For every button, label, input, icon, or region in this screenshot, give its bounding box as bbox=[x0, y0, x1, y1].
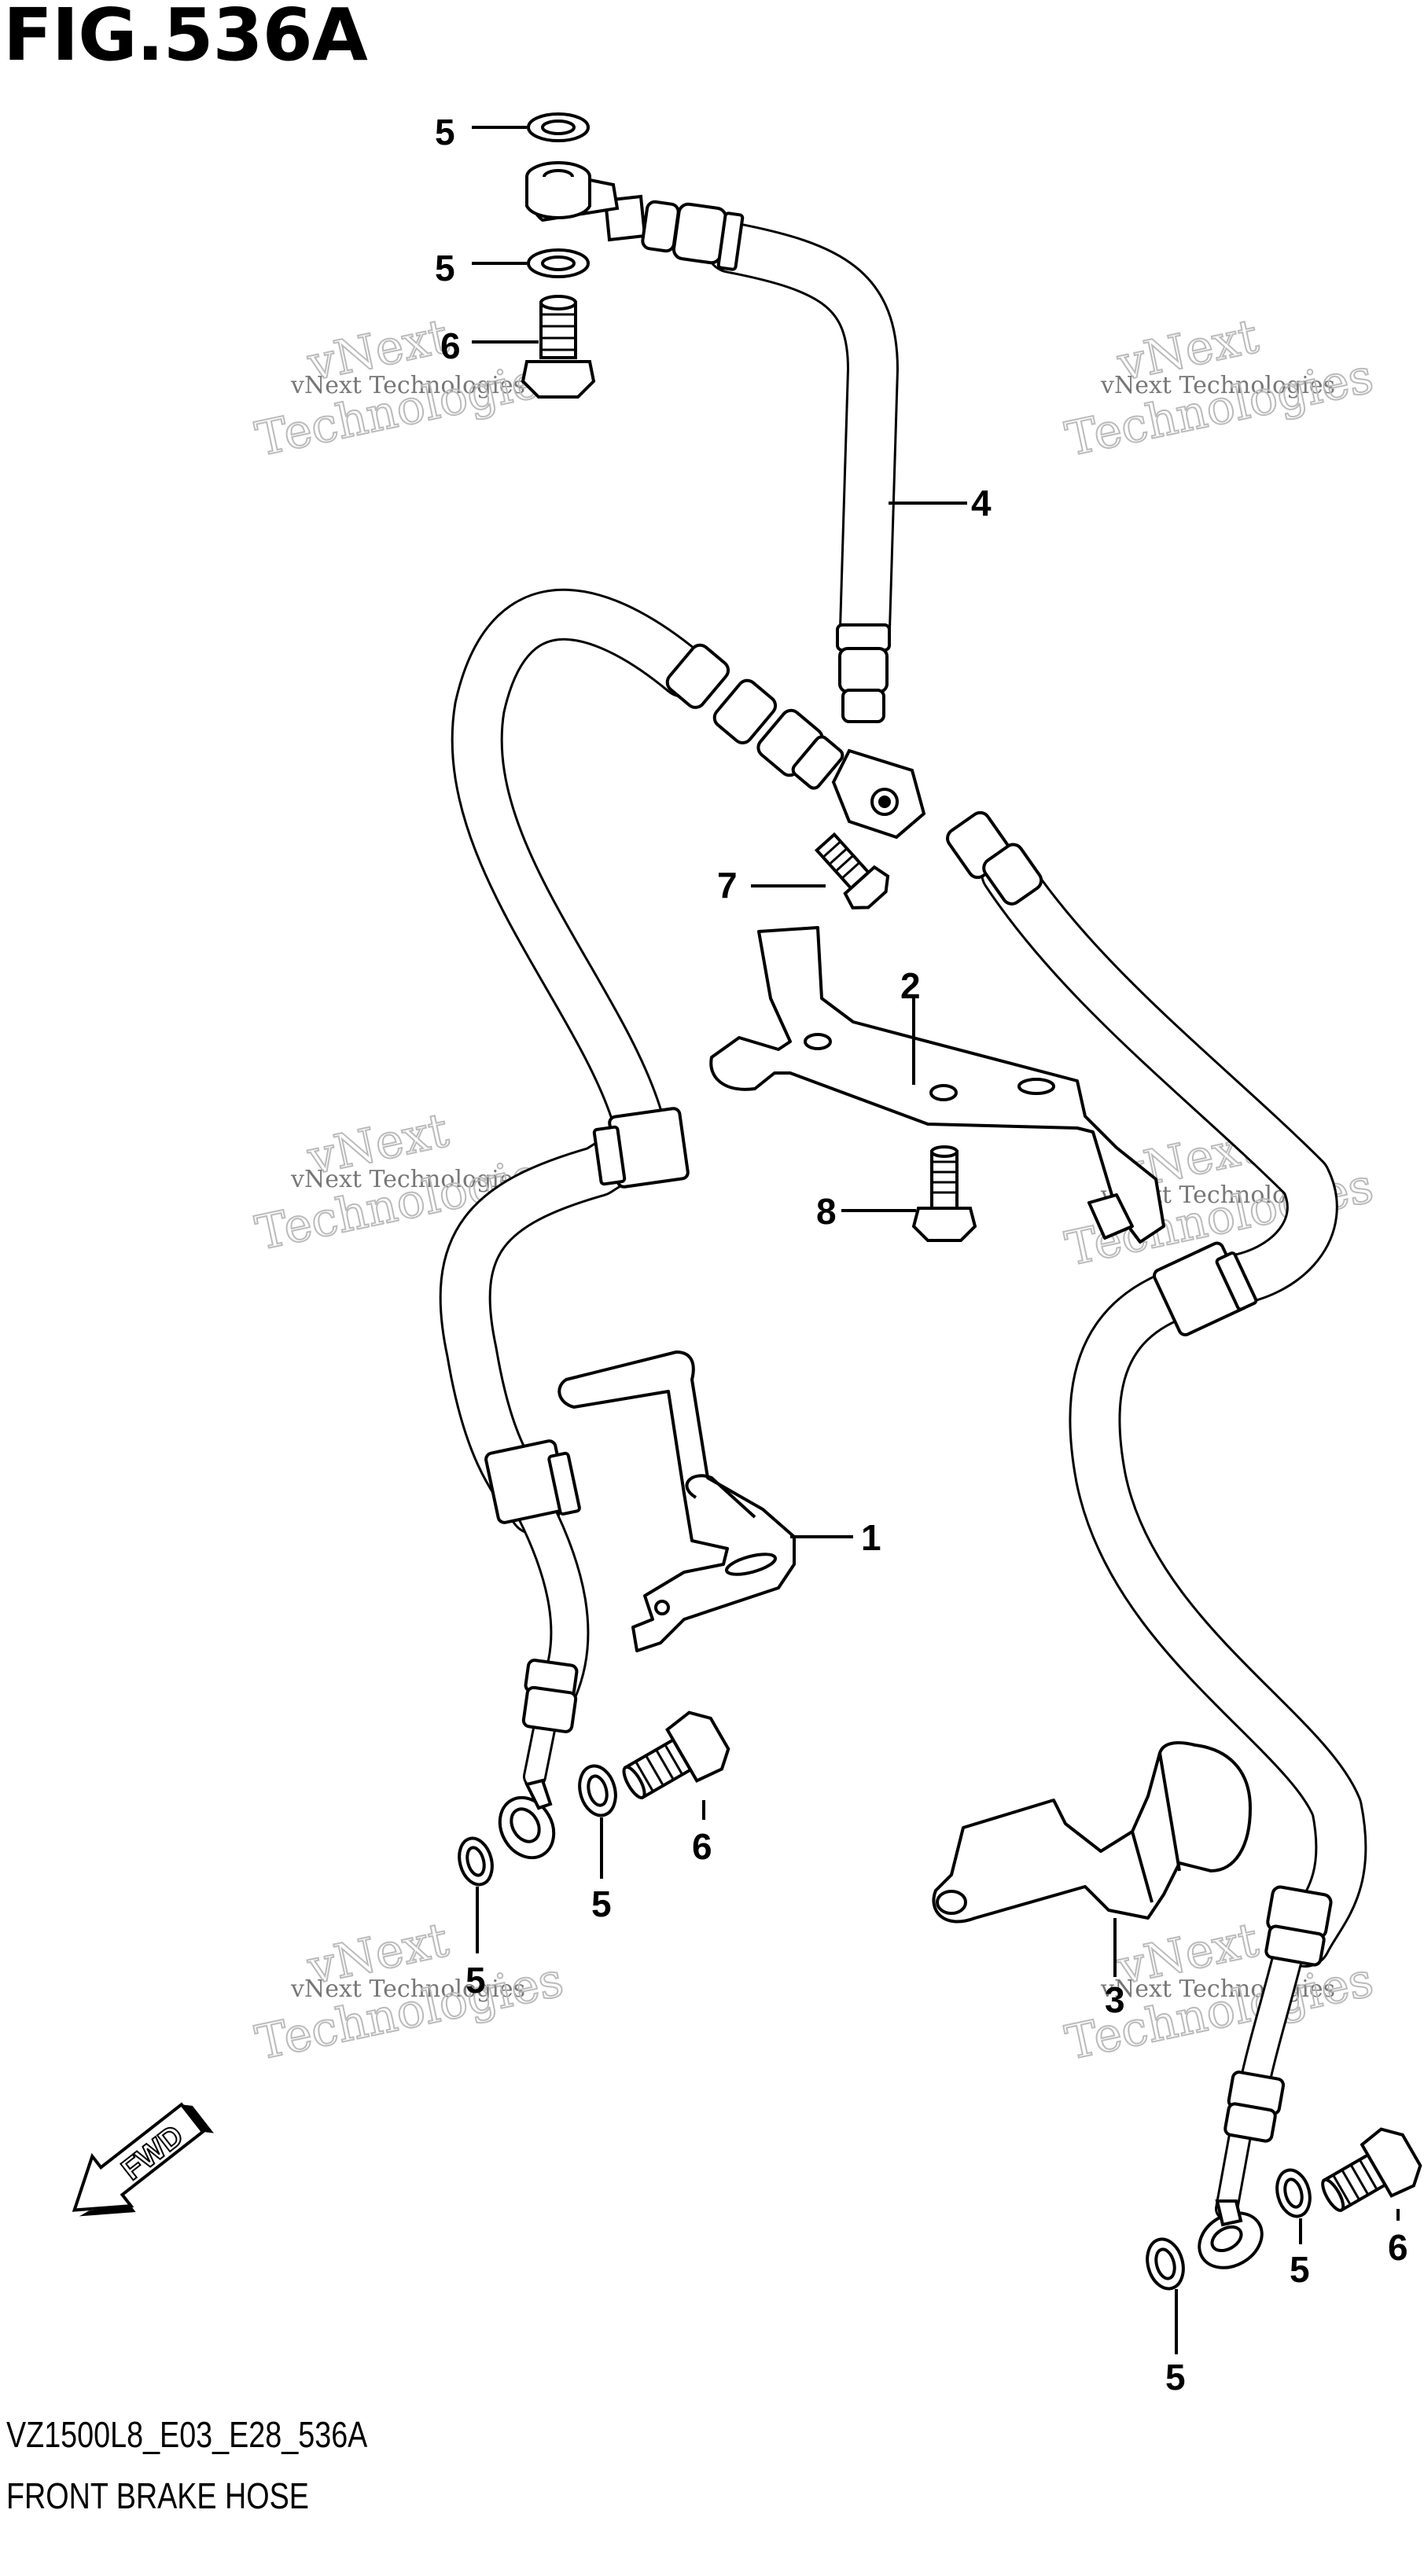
watermark-top-left: vNext Technologies Technologies vNext bbox=[250, 308, 568, 469]
callout-5: 5 bbox=[591, 1883, 612, 1924]
callout-5: 5 bbox=[1165, 2357, 1186, 2398]
callout-6: 6 bbox=[692, 1826, 712, 1867]
bracket-3 bbox=[932, 1741, 1252, 1924]
union-bolt-left bbox=[622, 1711, 730, 1800]
bolt-8 bbox=[911, 1145, 977, 1242]
bracket-2 bbox=[709, 926, 1165, 1244]
drawing-code: VZ1500L8_E03_E28_536A bbox=[6, 2414, 368, 2455]
hose-upper-4 bbox=[705, 222, 899, 655]
banjo-fitting-top bbox=[525, 161, 620, 222]
watermark-text: vNext Technologies bbox=[1100, 372, 1335, 399]
callout-8: 8 bbox=[816, 1191, 837, 1232]
callout-5: 5 bbox=[1290, 2249, 1310, 2290]
union-bolt-right bbox=[1321, 2127, 1422, 2213]
callout-6: 6 bbox=[1388, 2227, 1408, 2268]
washer-top-2 bbox=[527, 248, 590, 278]
callout-5: 5 bbox=[465, 1960, 486, 2001]
callout-2: 2 bbox=[900, 965, 921, 1006]
banjo-fitting-left bbox=[498, 1778, 556, 1860]
callout-5: 5 bbox=[435, 248, 455, 288]
callout-7: 7 bbox=[717, 865, 738, 906]
callout-4: 4 bbox=[971, 483, 992, 524]
hose-left-lower bbox=[515, 1490, 590, 1788]
washer-left-1 bbox=[458, 1836, 494, 1887]
watermark-bottom-left: vNext Technologies Technologies vNext bbox=[250, 1912, 568, 2072]
hose-joint-block bbox=[831, 748, 926, 840]
union-bolt-top bbox=[521, 295, 596, 399]
callout-3: 3 bbox=[1105, 1979, 1125, 2020]
washer-top-1 bbox=[527, 112, 590, 142]
watermark-text: vNext Technologies bbox=[290, 372, 525, 399]
hose-right-main bbox=[981, 847, 1367, 1968]
callout-labels: 5 5 6 4 7 2 8 1 6 5 5 3 6 5 5 bbox=[435, 112, 1408, 2398]
hose-fittings bbox=[484, 194, 1333, 2143]
banjo-fitting-right bbox=[1198, 2199, 1264, 2269]
callout-6: 6 bbox=[440, 325, 461, 366]
bolt-7 bbox=[814, 832, 890, 910]
figure-caption: FRONT BRAKE HOSE bbox=[6, 2475, 309, 2516]
washer-right-2 bbox=[1146, 2237, 1185, 2291]
callout-5: 5 bbox=[435, 112, 455, 153]
bracket-1 bbox=[557, 1350, 796, 1652]
washer-right-1 bbox=[1275, 2168, 1312, 2218]
figure-title: FIG.536A bbox=[3, 0, 368, 77]
fwd-arrow: FWD bbox=[72, 2102, 214, 2217]
watermark-text: vNext Technologies bbox=[290, 1975, 525, 2003]
washer-left-2 bbox=[578, 1764, 617, 1817]
washers bbox=[458, 112, 1312, 2291]
watermark-top-right: vNext Technologies Technologies vNext bbox=[1060, 308, 1378, 469]
callout-1: 1 bbox=[861, 1517, 881, 1558]
leader-lines bbox=[472, 126, 1400, 2354]
watermark-text: vNext Technologies bbox=[290, 1166, 525, 1193]
